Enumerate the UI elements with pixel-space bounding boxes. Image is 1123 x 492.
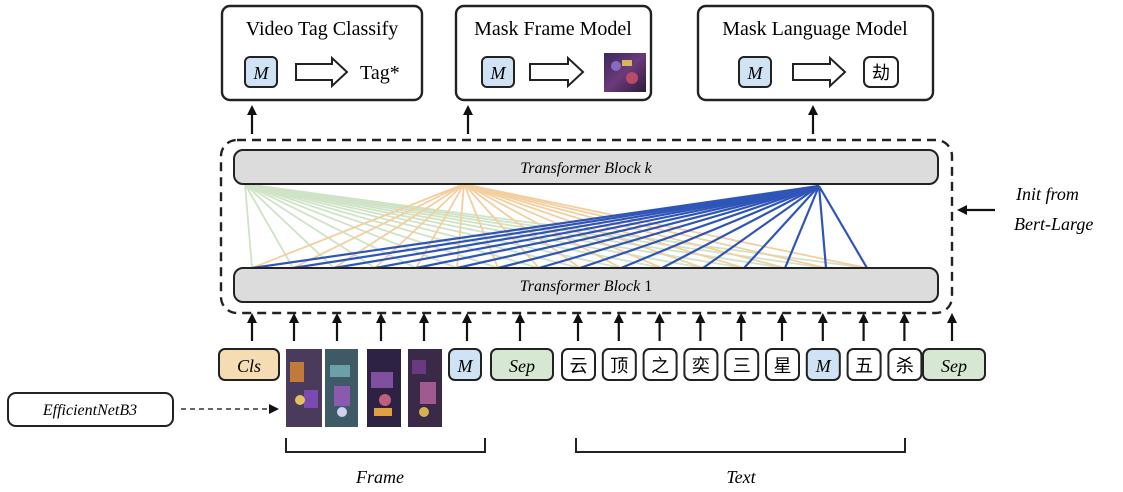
head-title: Video Tag Classify [246, 18, 399, 40]
attention-line [415, 184, 820, 270]
attention-line [463, 183, 499, 269]
token-label: 之 [651, 356, 669, 376]
input-arrows [247, 313, 957, 341]
mask-token-label: M [253, 63, 270, 83]
attention-line [463, 183, 581, 269]
mask-token-label: M [490, 63, 507, 83]
token-label: 星 [774, 356, 792, 376]
mask-token-label: M [747, 63, 764, 83]
attention-line [456, 183, 465, 269]
attention-line [620, 184, 820, 270]
attention-lines-text-mask [251, 184, 868, 270]
efficientnet-label: EfficientNetB3 [42, 402, 137, 419]
frame-thumbnail [325, 349, 358, 427]
token-label: 五 [855, 356, 873, 376]
attention-line [579, 184, 820, 270]
text-token: 之 [642, 348, 678, 381]
sep-token: Sep [490, 348, 554, 381]
attention-line [661, 185, 820, 269]
init-note-line2: Bert-Large [1014, 214, 1093, 234]
mask-label: M [457, 356, 474, 376]
attention-line [292, 183, 465, 269]
text-token: 杀 [887, 348, 923, 381]
text-group-label: Text [726, 467, 756, 487]
svg-text:Transformer Block 1: Transformer Block 1 [520, 278, 652, 295]
attention-line [817, 185, 828, 269]
token-label: 奕 [692, 356, 710, 376]
attention-line [743, 185, 820, 269]
attention-line [702, 185, 820, 269]
frame-mask-token: M [448, 348, 482, 381]
sep-token-end: Sep [922, 348, 986, 381]
attention-line [292, 184, 820, 270]
svg-text:Transformer Block k: Transformer Block k [520, 160, 652, 177]
attention-line [456, 184, 820, 270]
frame-thumbnail [286, 349, 322, 427]
tag-output: Tag* [360, 62, 400, 84]
frame-thumbnail [367, 349, 401, 427]
text-token: 星 [765, 348, 800, 381]
token-label: 云 [570, 356, 588, 376]
frame-group-label: Frame [355, 467, 404, 487]
head-title: Mask Frame Model [474, 18, 632, 40]
head-mask-language-model: Mask Language Model M 劫 [696, 4, 935, 102]
block-label: Transformer Block [520, 160, 644, 177]
attention-line [783, 185, 821, 269]
efficientnet-box: EfficientNetB3 [7, 392, 174, 427]
text-token: 奕 [683, 348, 719, 381]
token-label: M [815, 356, 832, 376]
token-label: 杀 [896, 356, 914, 376]
game-frame-thumbnail [604, 53, 646, 92]
attention-line [244, 183, 458, 269]
attention-line [415, 183, 465, 269]
transformer-block-1: Transformer Block 1 [233, 267, 939, 303]
mlm-output-char: 劫 [872, 63, 890, 83]
block-index: 1 [644, 278, 652, 295]
text-bracket [575, 438, 906, 453]
frame-thumbnail [408, 349, 442, 427]
mask-token-icon [738, 56, 772, 88]
init-note-line1: Init from [1015, 184, 1079, 204]
text-token: 三 [724, 348, 760, 381]
double-arrow-icon [792, 55, 847, 89]
head-title: Mask Language Model [722, 18, 908, 40]
mask-token-icon [244, 56, 278, 88]
token-label: 三 [733, 356, 751, 376]
attention-line [374, 184, 820, 270]
frame-bracket [285, 438, 486, 453]
double-arrow-icon [295, 55, 349, 89]
attention-line [463, 183, 540, 269]
text-mask-token: M [805, 348, 841, 381]
double-arrow-icon [529, 55, 585, 89]
attention-line [244, 183, 581, 269]
text-token: 云 [561, 348, 596, 381]
attention-line [818, 185, 868, 269]
head-video-tag-classify: Video Tag Classify M Tag* [220, 4, 424, 102]
transformer-block-k: Transformer Block k [233, 149, 939, 185]
attention-line [497, 184, 820, 270]
cls-token: Cls [218, 348, 280, 381]
token-label: 顶 [610, 356, 628, 376]
attention-line [244, 183, 663, 269]
text-token: 五 [846, 348, 882, 381]
attention-line [244, 183, 335, 269]
attention-line [244, 183, 704, 269]
block-index: k [645, 160, 653, 177]
attention-line [333, 184, 820, 270]
head-mask-frame-model: Mask Frame Model M [454, 4, 653, 102]
mask-token-icon [481, 56, 515, 88]
attention-line [244, 183, 253, 269]
attention-line [251, 183, 465, 269]
cls-label: Cls [237, 356, 261, 376]
transformer-container [219, 138, 954, 315]
attention-line [244, 183, 622, 269]
sep-label: Sep [941, 356, 967, 376]
block-label: Transformer Block [520, 278, 644, 295]
text-token: 顶 [601, 348, 637, 381]
sep-label: Sep [509, 356, 535, 376]
attention-line [538, 184, 820, 270]
